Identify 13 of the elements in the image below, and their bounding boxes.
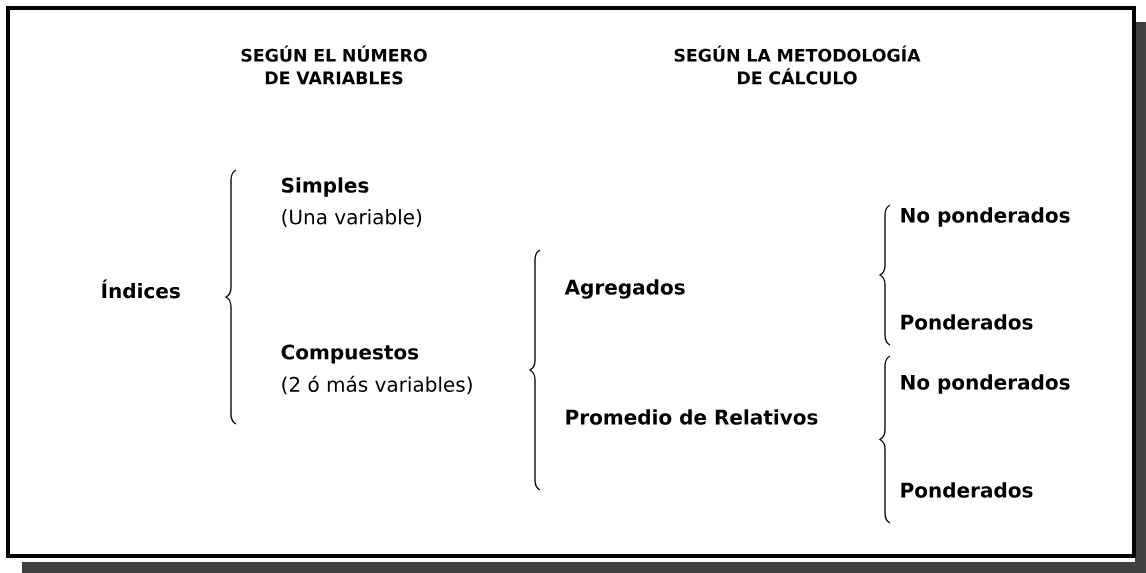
- description-text: (Una variable): [282, 209, 422, 227]
- category-label: Índices: [102, 279, 180, 299]
- category-label: No ponderados: [901, 207, 1070, 227]
- column-heading: SEGÚN LA METODOLOGÍA DE CÁLCULO: [674, 45, 921, 85]
- category-label: Agregados: [564, 279, 685, 299]
- column-heading: SEGÚN EL NÚMERO DE VARIABLES: [241, 45, 427, 85]
- category-label: Simples: [282, 177, 369, 197]
- category-label: Promedio de Relativos: [566, 409, 818, 425]
- category-label: Ponderados: [901, 482, 1033, 498]
- category-label: Ponderados: [901, 314, 1033, 330]
- description-text: (2 ó más variables): [282, 375, 472, 395]
- category-label: No ponderados: [901, 374, 1070, 394]
- category-label: Compuestos: [281, 344, 419, 364]
